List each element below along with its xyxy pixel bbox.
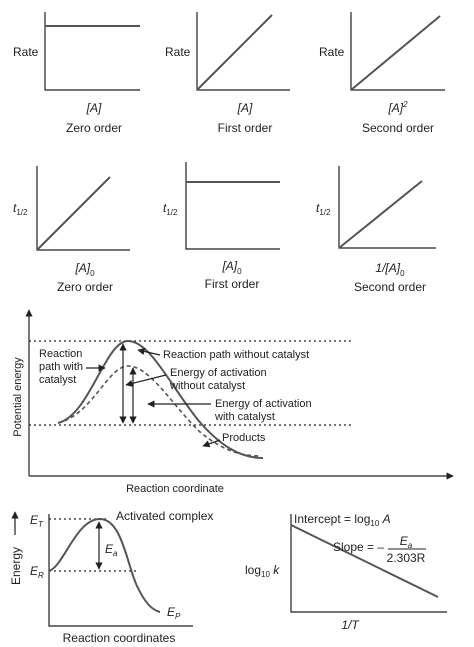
half-life-line <box>36 176 111 251</box>
slope-label: Slope = – <box>333 540 384 554</box>
activated-complex-label: Activated complex <box>116 509 213 523</box>
products-pointer-arrow <box>202 439 221 448</box>
halflife-second-order-graph: t1/2 1/[A]0 Second order <box>316 166 436 294</box>
uncatalysed-reaction-path <box>57 339 264 459</box>
concentration-squared-axis-label: [A]2 <box>387 100 408 115</box>
activation-energy-without-catalyst-label: Energy of activation without catalyst <box>169 367 270 392</box>
half-life-axis-label: t1/2 <box>163 201 178 217</box>
potential-energy-axis-label: Potential energy <box>12 357 24 437</box>
linear-rate-line <box>350 15 441 91</box>
log-k-axis-label: log10 k <box>245 563 280 579</box>
graph-axes <box>185 162 280 250</box>
slope-denominator: 2.303R <box>387 551 426 565</box>
arrhenius-line <box>290 524 439 598</box>
reactant-energy-label: ER <box>30 564 44 580</box>
slope-numerator: Ea <box>400 534 413 550</box>
order-caption: First order <box>218 121 273 135</box>
order-caption: Second order <box>362 121 434 135</box>
intercept-label: Intercept = log10 A <box>294 512 391 528</box>
rate-zero-order-graph: Rate [A] Zero order <box>13 12 140 135</box>
activation-energy-with-catalyst-label: Energy of activation with catalyst <box>214 398 315 423</box>
order-caption: Second order <box>354 280 426 294</box>
halflife-first-order-graph: t1/2 [A]0 First order <box>163 162 280 291</box>
half-life-axis-label: t1/2 <box>316 201 331 217</box>
halflife-zero-order-graph: t1/2 [A]0 Zero order <box>13 166 130 294</box>
rate-first-order-graph: Rate [A] First order <box>165 12 290 135</box>
product-energy-label: EP <box>167 605 181 621</box>
rate-axis-label: Rate <box>13 45 39 59</box>
energy-axis-label: Energy <box>9 547 23 585</box>
rate-axis-label: Rate <box>319 45 345 59</box>
reaction-coordinate-axis-label: Reaction coordinate <box>126 483 224 495</box>
concentration-axis-label: [A] <box>237 101 253 115</box>
reaction-coordinates-axis-label: Reaction coordinates <box>63 631 176 645</box>
graph-axes <box>44 12 140 91</box>
order-caption: Zero order <box>57 280 113 294</box>
energy-profile-curve <box>48 517 161 613</box>
arrhenius-plot: Intercept = log10 A Slope = – Ea 2.303R … <box>245 512 447 632</box>
order-caption: Zero order <box>66 121 122 135</box>
order-caption: First order <box>205 277 260 291</box>
initial-concentration-axis-label: [A]0 <box>74 261 95 278</box>
initial-concentration-axis-label: [A]0 <box>221 259 242 276</box>
reciprocal-concentration-axis-label: 1/[A]0 <box>375 261 405 278</box>
transition-energy-label: ET <box>30 513 44 529</box>
graph-axes <box>290 514 447 613</box>
linear-rate-line <box>196 14 273 91</box>
without-catalyst-label: Reaction path without catalyst <box>163 349 309 361</box>
activation-energy-label: Ea <box>105 542 118 558</box>
catalyst-energy-diagram: Potential energy Reaction coordinate Rea… <box>12 309 454 495</box>
without-catalyst-pointer-arrow <box>137 347 161 356</box>
energy-profile-diagram: Energy ET ER Ea EP Activated complex Rea… <box>9 509 213 645</box>
with-catalyst-label: Reaction path with catalyst <box>39 348 86 386</box>
rate-axis-label: Rate <box>165 45 191 59</box>
half-life-line <box>338 180 423 249</box>
ea-without-pointer-arrow <box>125 374 167 387</box>
concentration-axis-label: [A] <box>86 101 102 115</box>
inverse-temperature-axis-label: 1/T <box>341 618 360 632</box>
rate-second-order-graph: Rate [A]2 Second order <box>319 12 445 135</box>
products-label: Products <box>222 432 266 444</box>
graph-axes <box>48 514 193 627</box>
half-life-axis-label: t1/2 <box>13 201 28 217</box>
graph-axes <box>196 12 290 91</box>
